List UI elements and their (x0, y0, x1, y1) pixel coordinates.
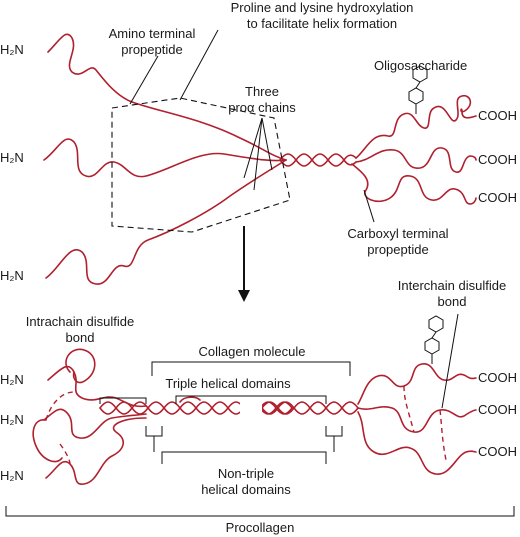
cooh-label-6: COOH (478, 444, 517, 459)
hydroxylation-leader (179, 29, 219, 101)
procollagen-bracket (5, 506, 515, 517)
carboxyl-chain-2 (355, 147, 477, 173)
intrachain-label-2: bond (66, 330, 95, 345)
amino-terminal-label-1: Amino terminal (109, 26, 196, 41)
oligosaccharide-label: Oligosaccharide (374, 58, 467, 73)
oligosaccharide-icon-bottom (424, 315, 444, 364)
intrachain-label-1: Intrachain disulfide (26, 314, 134, 329)
h2n-label-4: H₂N (0, 372, 24, 387)
intrachain-loop (65, 348, 96, 384)
pro-alpha-chain-2 (43, 138, 287, 178)
cooh-label-5: COOH (478, 402, 517, 417)
collagen-molecule-label: Collagen molecule (199, 344, 306, 359)
pro-alpha-chain-1 (47, 33, 287, 161)
c-terminal-chain-1 (357, 363, 477, 405)
h2n-label-2: H₂N (0, 150, 24, 165)
three-chains-leader-3 (261, 117, 273, 171)
non-triple-label-2: helical domains (201, 482, 291, 497)
cooh-label-4: COOH (478, 370, 517, 385)
n-terminal-chain-2 (43, 408, 147, 439)
carboxyl-terminal-label-2: propeptide (367, 242, 428, 257)
n-disulfide-dash-1 (45, 391, 75, 421)
helix-strand-a (279, 153, 357, 167)
non-triple-bracket-right (325, 426, 343, 437)
connector-loop (179, 396, 201, 403)
h2n-label-6: H₂N (0, 468, 24, 483)
h2n-label-3: H₂N (0, 268, 24, 283)
three-chains-label-2: proα chains (228, 100, 296, 115)
hydroxylation-label-2: to facilitate helix formation (247, 16, 397, 31)
bottom-panel: H₂N H₂N H₂N COOH COOH COOH Intrachain di… (0, 278, 517, 535)
procollagen-label: Procollagen (226, 520, 295, 535)
h2n-label-1: H₂N (0, 42, 24, 57)
carboxyl-terminal-label-1: Carboxyl terminal (347, 226, 448, 241)
n-disulfide-dash-2 (59, 443, 71, 465)
interchain-label-1: Interchain disulfide (398, 278, 506, 293)
top-panel: H₂N H₂N H₂N COOH COOH COOH Amino termina… (0, 0, 517, 302)
n-terminal-chain-3 (45, 417, 147, 485)
helix-1-strand-a (99, 401, 213, 415)
n-terminal-chain-1 (47, 365, 147, 408)
pro-alpha-chain-3 (45, 159, 287, 285)
c-disulfide-dash-1 (403, 385, 415, 433)
cooh-label-1: COOH (478, 108, 517, 123)
hydroxylation-region-box (111, 97, 291, 233)
carboxyl-chain-1 (355, 94, 477, 159)
h2n-label-5: H₂N (0, 412, 24, 427)
three-chains-leader-2 (253, 117, 263, 191)
amino-terminal-leader (129, 55, 159, 105)
helix-3-strand-b (261, 401, 359, 415)
c-disulfide-dash-2 (439, 409, 447, 461)
three-chains-leader-1 (243, 117, 263, 179)
cooh-label-2: COOH (478, 152, 517, 167)
n-outer-loop (32, 419, 63, 463)
interchain-leader (441, 313, 459, 409)
oligosaccharide-icon (408, 65, 428, 114)
carboxyl-terminal-leader (363, 189, 375, 223)
down-arrow-icon (238, 226, 250, 302)
hydroxylation-label-1: Proline and lysine hydroxylation (231, 0, 414, 15)
interchain-label-2: bond (438, 294, 467, 309)
cooh-label-3: COOH (478, 190, 517, 205)
c-terminal-chain-2 (357, 406, 477, 433)
triple-helical-bracket-1 (99, 397, 147, 404)
helix-strand-b (279, 153, 357, 167)
non-triple-bracket-left (145, 426, 163, 437)
non-triple-connector (161, 451, 327, 464)
c-terminal-chain-3 (357, 411, 477, 475)
triple-helical-label: Triple helical domains (165, 376, 291, 391)
triple-helical-bracket-2 (175, 395, 327, 404)
helix-1-strand-b (99, 401, 213, 415)
three-chains-label-1: Three (245, 84, 279, 99)
non-triple-label-1: Non-triple (218, 466, 274, 481)
carboxyl-chain-3 (351, 163, 477, 205)
collagen-molecule-bracket (151, 361, 351, 376)
amino-terminal-label-2: propeptide (121, 42, 182, 57)
